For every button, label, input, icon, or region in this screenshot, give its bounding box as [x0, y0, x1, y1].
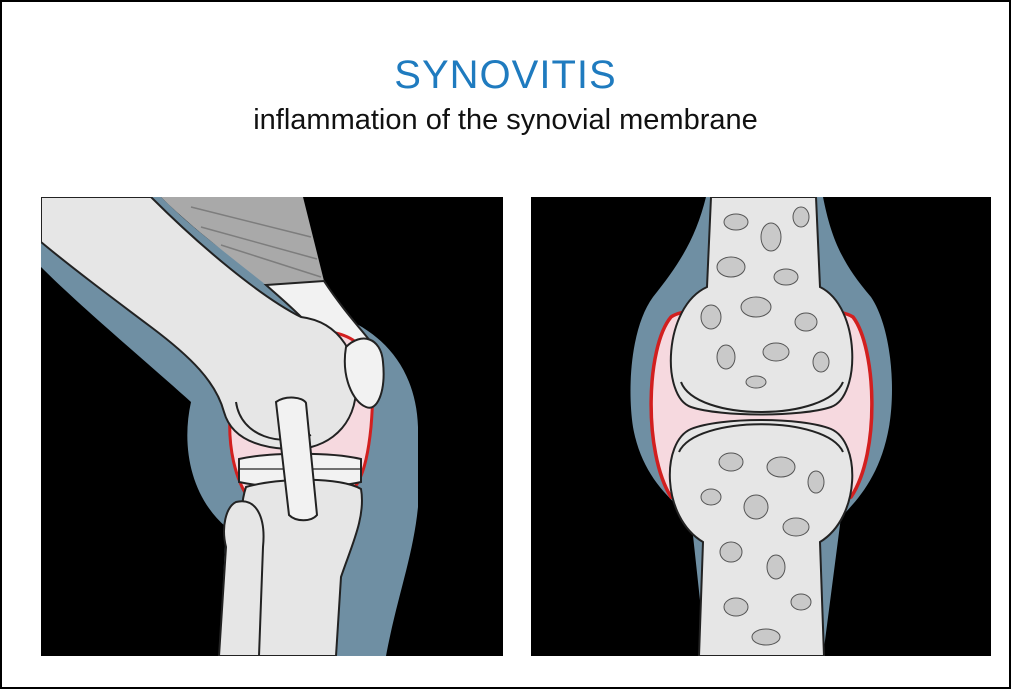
joint-front-view-panel: [531, 197, 991, 656]
page-subtitle: inflammation of the synovial membrane: [0, 103, 1011, 137]
knee-side-view-panel: [41, 197, 503, 656]
synovial-joint-cross-section-illustration: [531, 197, 991, 656]
page-title: SYNOVITIS: [0, 52, 1011, 98]
fibula-bone: [219, 501, 264, 656]
knee-joint-lateral-illustration: [41, 197, 503, 656]
